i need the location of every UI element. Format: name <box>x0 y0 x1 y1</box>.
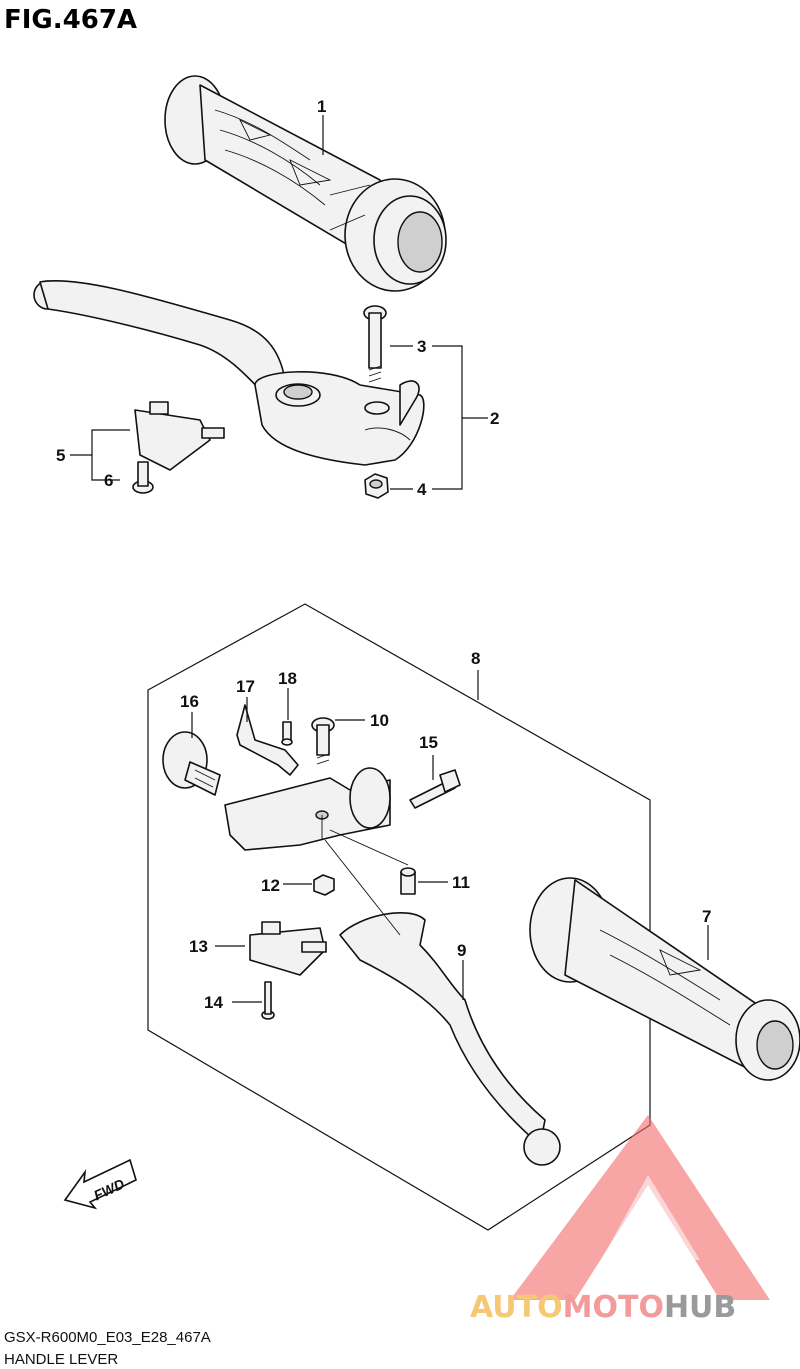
leader-lines-top <box>70 115 488 490</box>
callout-14: 14 <box>204 993 223 1012</box>
part-clutch-lever-holder <box>224 767 391 851</box>
part-front-lever <box>33 280 425 466</box>
callout-3: 3 <box>417 337 426 356</box>
part-left-grip <box>529 877 800 1081</box>
callout-10: 10 <box>370 711 389 730</box>
callout-labels: 1 2 3 4 5 6 7 8 9 10 11 12 13 14 15 16 1… <box>56 97 711 1012</box>
part-switch-screw <box>132 461 154 494</box>
section-name: HANDLE LEVER <box>4 1351 118 1368</box>
callout-8: 8 <box>471 649 480 668</box>
figure-title: FIG.467A <box>4 5 137 35</box>
part-adjuster <box>162 731 221 796</box>
callout-13: 13 <box>189 937 208 956</box>
wordmark-hub: HUB <box>664 1290 736 1325</box>
part-front-stop-switch <box>134 401 225 471</box>
forward-direction-arrow: FWD <box>63 1158 137 1210</box>
callout-1: 1 <box>317 97 326 116</box>
automotohub-logo <box>510 1115 770 1300</box>
callout-15: 15 <box>419 733 438 752</box>
automotohub-wordmark: AUTOMOTOHUB <box>470 1290 736 1325</box>
part-clutch-lever <box>339 912 561 1166</box>
part-collar <box>400 867 416 895</box>
part-spring <box>236 704 299 776</box>
callout-16: 16 <box>180 692 199 711</box>
callout-11: 11 <box>452 873 470 892</box>
part-clutch-switch <box>249 921 327 976</box>
part-throttle-grip <box>164 75 447 292</box>
callout-2: 2 <box>490 409 499 428</box>
wordmark-moto: MOTO <box>563 1290 664 1325</box>
callout-9: 9 <box>457 941 466 960</box>
part-spring-screw <box>281 721 293 746</box>
callout-17: 17 <box>236 677 255 696</box>
part-pivot-bolt <box>363 305 387 383</box>
callout-18: 18 <box>278 669 297 688</box>
leader-lines-bottom <box>191 670 709 1003</box>
callout-4: 4 <box>417 480 427 499</box>
callout-6: 6 <box>104 471 113 490</box>
part-lever-bolt <box>311 717 335 765</box>
callout-7: 7 <box>702 907 711 926</box>
wordmark-auto: AUTO <box>470 1290 563 1325</box>
part-clutch-switch-screw <box>261 981 275 1020</box>
callout-12: 12 <box>261 876 280 895</box>
part-lever-nut <box>313 874 335 896</box>
model-code: GSX-R600M0_E03_E28_467A <box>4 1329 211 1346</box>
part-nut <box>364 473 389 499</box>
svg-text:AUTOMOTOHUB: AUTOMOTOHUB <box>470 1290 736 1325</box>
callout-5: 5 <box>56 446 65 465</box>
part-holder-bolt <box>409 769 461 809</box>
